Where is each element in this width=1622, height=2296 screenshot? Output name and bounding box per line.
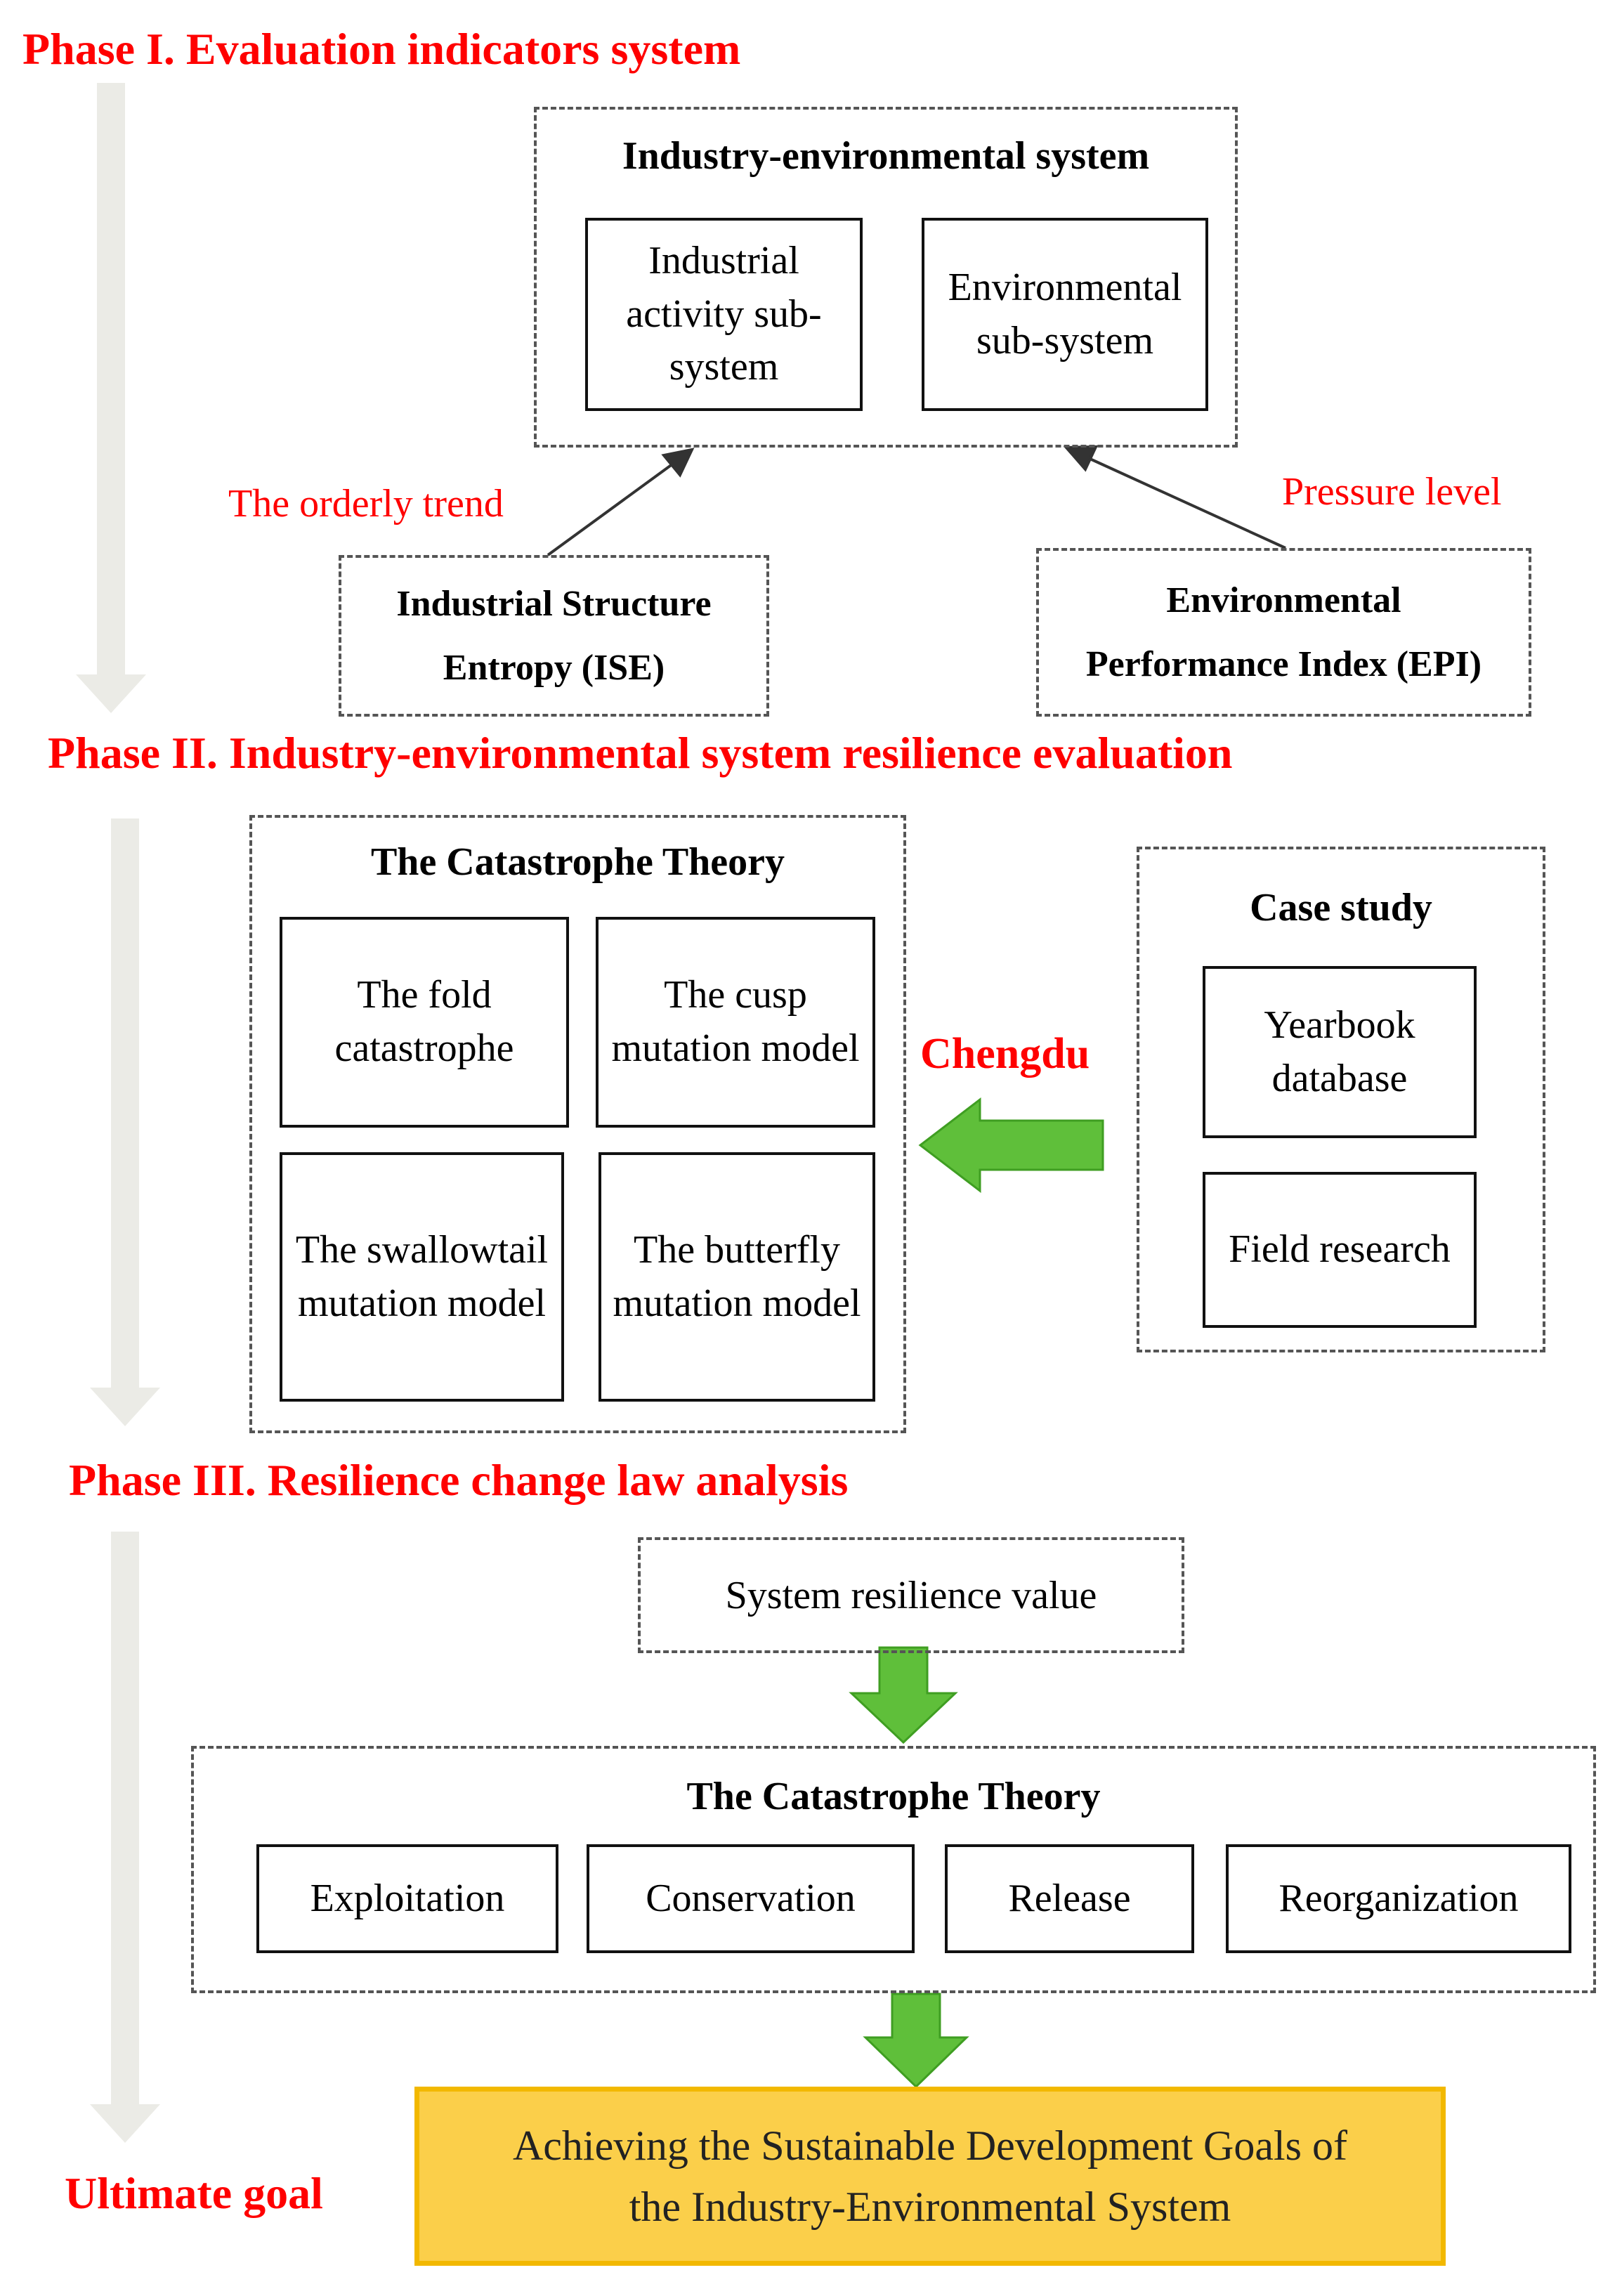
stage-conservation: Conservation	[587, 1844, 915, 1953]
butterfly-mutation-box: The butterfly mutation model	[599, 1152, 875, 1402]
yearbook-database-box: Yearbook database	[1203, 966, 1477, 1138]
chengdu-green-arrow	[918, 1097, 1104, 1194]
goal-line-1: Achieving the Sustainable Development Go…	[512, 2122, 1348, 2169]
adaptive-cycle-group	[191, 1746, 1596, 1993]
industry-environmental-system-title: Industry-environmental system	[622, 134, 1150, 178]
phase1-side-arrow	[76, 83, 146, 713]
ise-connector-head	[661, 448, 695, 478]
sustainable-development-goal-box: Achieving the Sustainable Development Go…	[414, 2087, 1446, 2266]
orderly-trend-label: The orderly trend	[228, 482, 504, 526]
phase-3-heading: Phase III. Resilience change law analysi…	[69, 1455, 849, 1505]
field-research-box: Field research	[1203, 1172, 1477, 1328]
ise-line-1: Industrial Structure	[396, 584, 712, 624]
case-study-title: Case study	[1250, 886, 1432, 930]
pressure-level-label: Pressure level	[1282, 470, 1502, 514]
ise-indicator-box: Industrial Structure Entropy (ISE)	[339, 555, 769, 717]
phase-2-heading: Phase II. Industry-environmental system …	[48, 728, 1233, 778]
fold-catastrophe-box: The fold catastrophe	[280, 917, 569, 1128]
system-resilience-value-box: System resilience value	[638, 1537, 1184, 1653]
adaptive-cycle-title: The Catastrophe Theory	[686, 1775, 1101, 1818]
ultimate-goal-heading: Ultimate goal	[65, 2168, 323, 2218]
catastrophe-theory-group	[249, 815, 906, 1433]
goal-line-2: the Industry-Environmental System	[629, 2183, 1231, 2230]
phase2-side-arrow	[90, 818, 160, 1426]
epi-connector-line	[1085, 455, 1286, 549]
stage-exploitation: Exploitation	[256, 1844, 558, 1953]
stage-reorganization: Reorganization	[1226, 1844, 1571, 1953]
stage-release: Release	[945, 1844, 1194, 1953]
catastrophe-theory-title: The Catastrophe Theory	[370, 840, 785, 884]
case-study-group	[1137, 847, 1545, 1352]
down-green-arrow-1	[849, 1646, 958, 1744]
cusp-mutation-box: The cusp mutation model	[596, 917, 875, 1128]
phase-1-heading: Phase I. Evaluation indicators system	[22, 24, 741, 74]
epi-line-2: Performance Index (EPI)	[1085, 644, 1482, 684]
phase3-side-arrow	[90, 1532, 160, 2143]
chengdu-label: Chengdu	[920, 1030, 1090, 1078]
swallowtail-mutation-box: The swallowtail mutation model	[280, 1152, 564, 1402]
industry-environmental-system-group	[534, 107, 1238, 448]
ise-line-2: Entropy (ISE)	[443, 648, 665, 688]
epi-line-1: Environmental	[1166, 580, 1401, 620]
ise-connector-line	[547, 459, 679, 556]
epi-connector-head	[1063, 445, 1099, 472]
industrial-activity-subsystem: Industrial activity sub-system	[585, 218, 863, 411]
epi-indicator-box: Environmental Performance Index (EPI)	[1036, 548, 1531, 717]
environmental-subsystem: Environmental sub-system	[922, 218, 1208, 411]
down-green-arrow-2	[863, 1992, 969, 2089]
